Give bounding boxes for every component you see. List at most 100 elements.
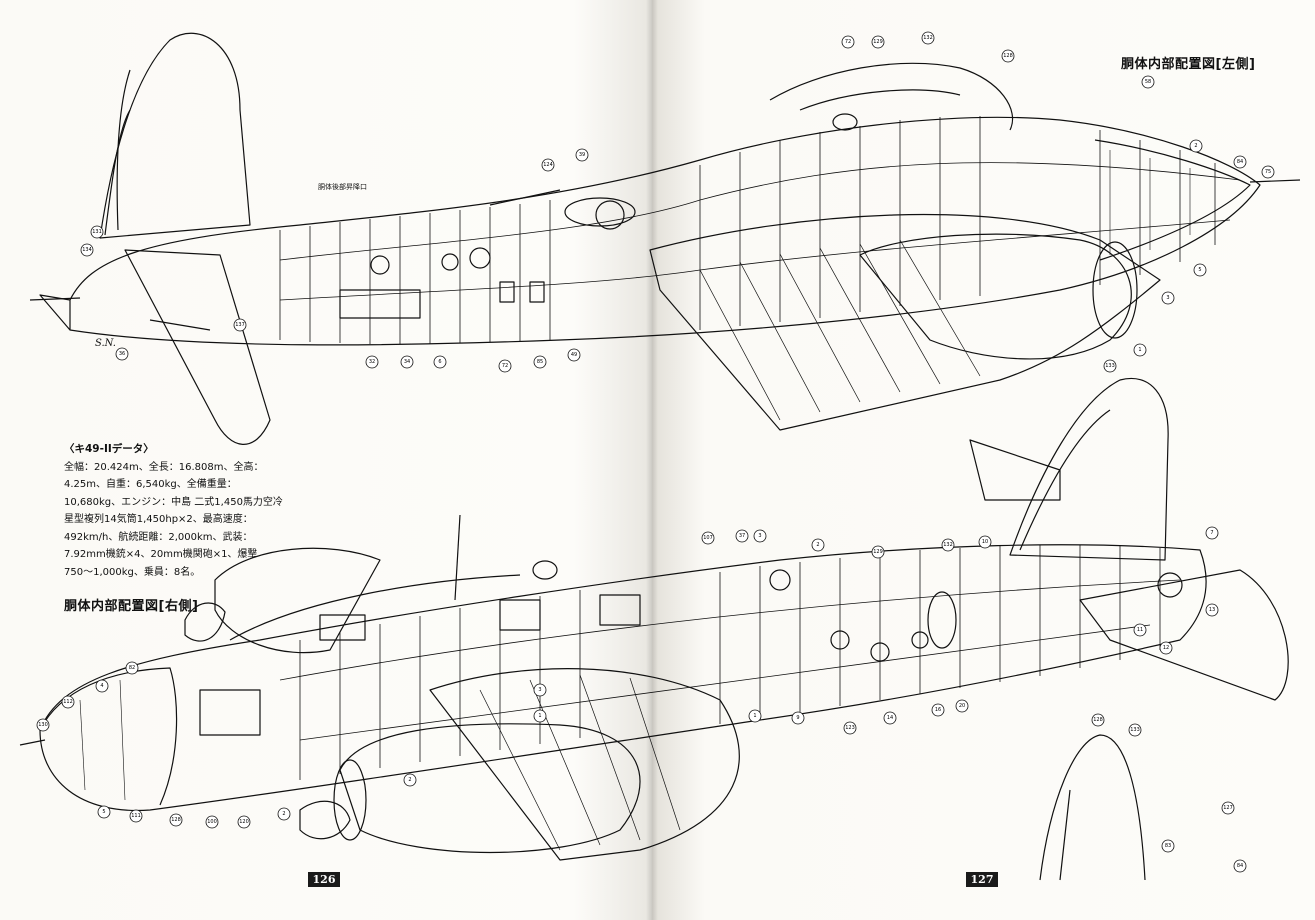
callout-bubble: 1 (1133, 343, 1147, 357)
callout-bubble: 107 (701, 531, 715, 545)
callout-number: 82 (129, 665, 135, 671)
callout-bubble: 39 (575, 148, 589, 162)
callout-number: 7 (1210, 530, 1213, 536)
callout-number: 12 (1163, 645, 1169, 651)
callout-markers: 72 129 132 128 58 75 84 2 5 3 1 133 131 … (36, 31, 1275, 873)
callout-number: 1 (753, 713, 756, 719)
callout-bubble: 20 (955, 699, 969, 713)
callout-number: 133 (1105, 363, 1115, 369)
callout-number: 10 (982, 539, 988, 545)
callout-bubble: 133 (1103, 359, 1117, 373)
callout-bubble: 128 (1091, 713, 1105, 727)
page-number-right: 127 (966, 872, 998, 887)
callout-bubble: 111 (129, 809, 143, 823)
right-page (652, 0, 1315, 920)
callout-number: 1 (538, 713, 541, 719)
callout-number: 5 (1198, 267, 1201, 273)
callout-number: 2 (408, 777, 411, 783)
callout-number: 130 (38, 722, 48, 728)
rear-hatch-label: 胴体後部昇降口 (318, 183, 367, 191)
callout-number: 11 (1137, 627, 1143, 633)
callout-bubble: 132 (921, 31, 935, 45)
callout-number: 13 (1209, 607, 1215, 613)
callout-bubble: 2 (277, 807, 291, 821)
callout-number: 1 (1138, 347, 1141, 353)
callout-number: 123 (845, 725, 855, 731)
callout-bubble: 85 (533, 355, 547, 369)
callout-bubble: 6 (433, 355, 447, 369)
callout-number: 4 (100, 683, 103, 689)
callout-bubble: 120 (237, 815, 251, 829)
callout-number: 120 (239, 819, 249, 825)
spec-body: 全幅：20.424m、全長：16.808m、全高：4.25m、自重：6,540k… (64, 461, 283, 578)
callout-number: 128 (1093, 717, 1103, 723)
callout-bubble: 5 (97, 805, 111, 819)
callout-bubble: 2 (403, 773, 417, 787)
callout-bubble: 4 (95, 679, 109, 693)
callout-number: 100 (207, 819, 217, 825)
callout-bubble: 2 (811, 538, 825, 552)
callout-number: 137 (235, 322, 245, 328)
upper-cutaway-drawing (29, 32, 1301, 445)
callout-number: 83 (1165, 843, 1171, 849)
callout-number: 34 (404, 359, 410, 365)
callout-number: 32 (369, 359, 375, 365)
callout-bubble: 10 (978, 535, 992, 549)
callout-bubble: 7 (1205, 526, 1219, 540)
callout-bubble: 72 (498, 359, 512, 373)
spec-block: 〈キ49-IIデータ〉 全幅：20.424m、全長：16.808m、全高：4.2… (64, 441, 284, 581)
callout-bubble: 123 (843, 721, 857, 735)
callout-bubble: 3 (1161, 291, 1175, 305)
callout-number: 129 (873, 39, 883, 45)
callout-bubble: 127 (1221, 801, 1235, 815)
callout-bubble: 3 (753, 529, 767, 543)
callout-bubble: 34 (400, 355, 414, 369)
callout-bubble: 112 (61, 695, 75, 709)
lower-cutaway-drawing (19, 377, 1289, 881)
callout-number: 9 (796, 715, 799, 721)
callout-bubble: 132 (941, 538, 955, 552)
callout-bubble: 100 (205, 815, 219, 829)
callout-number: 3 (538, 687, 541, 693)
callout-bubble: 14 (883, 711, 897, 725)
callout-bubble: 130 (36, 718, 50, 732)
callout-number: 37 (739, 533, 745, 539)
callout-bubble: 58 (1141, 75, 1155, 89)
callout-bubble: 12 (1159, 641, 1173, 655)
callout-number: 49 (571, 352, 577, 358)
callout-number: 58 (1145, 79, 1151, 85)
callout-number: 127 (1223, 805, 1233, 811)
page-number-left: 126 (308, 872, 340, 887)
callout-number: 124 (543, 162, 553, 168)
callout-number: 75 (1265, 169, 1271, 175)
callout-number: 72 (502, 363, 508, 369)
gutter-shadow (646, 0, 658, 920)
callout-bubble: 134 (80, 243, 94, 257)
callout-number: 5 (102, 809, 105, 815)
callout-bubble: 9 (791, 711, 805, 725)
callout-bubble: 128 (1001, 49, 1015, 63)
callout-number: 16 (935, 707, 941, 713)
callout-bubble: 5 (1193, 263, 1207, 277)
callout-number: 129 (873, 549, 883, 555)
callout-number: 131 (92, 229, 102, 235)
callout-bubble: 128 (169, 813, 183, 827)
callout-bubble: 83 (1161, 839, 1175, 853)
callout-number: 3 (758, 533, 761, 539)
callout-bubble: 84 (1233, 155, 1247, 169)
callout-bubble: 133 (1128, 723, 1142, 737)
callout-number: 3 (1166, 295, 1169, 301)
callout-number: 132 (923, 35, 933, 41)
callout-bubble: 129 (871, 35, 885, 49)
callout-number: 112 (63, 699, 73, 705)
left-page (0, 0, 652, 920)
callout-number: 2 (282, 811, 285, 817)
callout-bubble: 137 (233, 318, 247, 332)
callout-number: 133 (1130, 727, 1140, 733)
callout-number: 132 (943, 542, 953, 548)
callout-bubble: 32 (365, 355, 379, 369)
callout-number: 72 (845, 39, 851, 45)
right-side-layout-title: 胴体内部配置図[右側] (64, 599, 199, 614)
